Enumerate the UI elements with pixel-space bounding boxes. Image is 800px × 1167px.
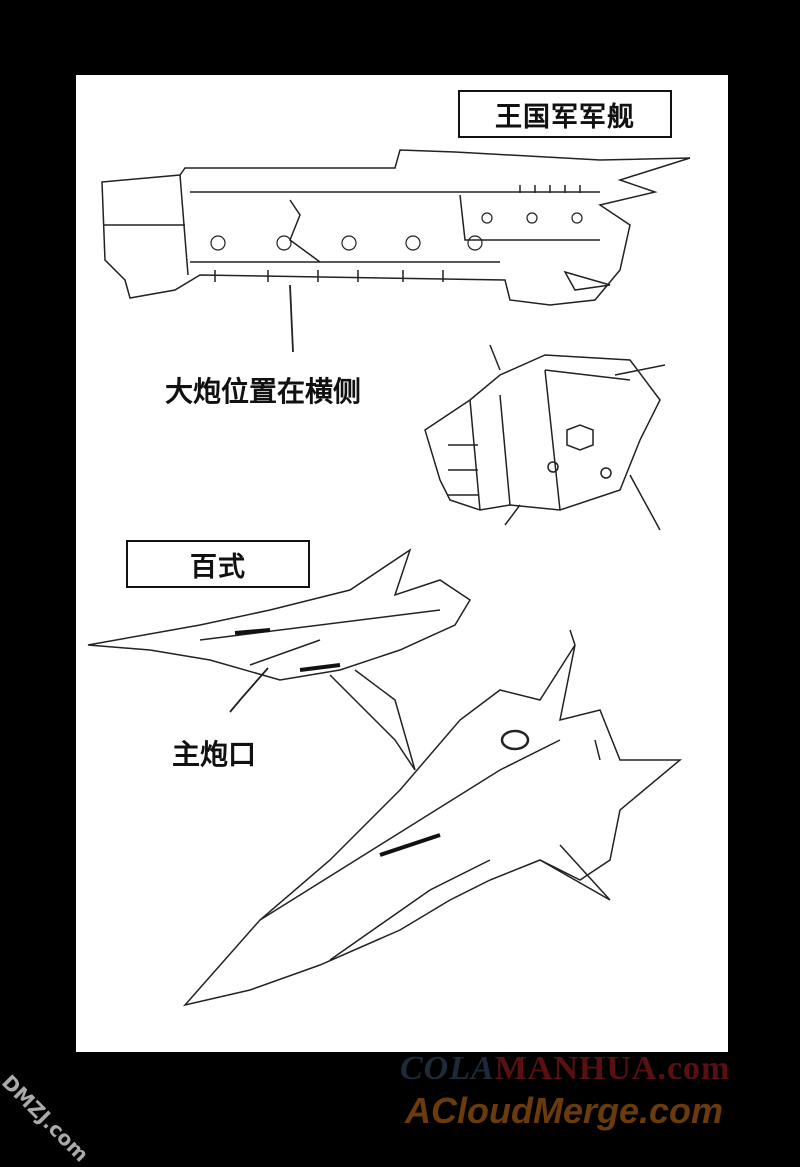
warship-title-box: 王国军军舰 [458,90,672,138]
cannon-position-note: 大炮位置在横侧 [165,375,362,408]
colamanhua-watermark: COLAMANHUA.com [400,1050,730,1088]
manhua-text: MANHUA.com [494,1050,731,1087]
cola-text: COLA [400,1050,495,1087]
main-cannon-note: 主炮口 [172,738,257,771]
warship-front-view [424,344,666,531]
hyakushiki-perspective-view [182,629,683,1007]
hyakushiki-title-box: 百式 [126,540,310,588]
acloudmerge-watermark: ACloudMerge.com [405,1090,724,1131]
warship-side-view [101,149,691,353]
ship-lineart [87,149,691,1007]
hyakushiki-side-view [87,548,472,771]
